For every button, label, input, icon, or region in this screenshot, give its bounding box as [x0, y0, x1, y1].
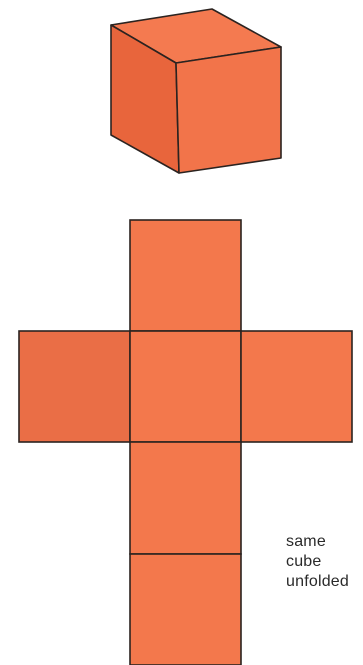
net-face-top: [130, 220, 241, 331]
cube-net: [19, 220, 352, 665]
caption-line-2: unfolded: [286, 572, 363, 592]
cube-right-face: [176, 47, 281, 173]
net-face-left: [19, 331, 130, 442]
caption-line-1: same cube: [286, 532, 363, 572]
net-face-lower: [130, 442, 241, 554]
net-face-bottom: [130, 554, 241, 665]
cube-3d: [111, 9, 281, 173]
net-face-center: [130, 331, 241, 442]
net-face-right: [241, 331, 352, 442]
net-caption: same cube unfolded: [286, 532, 363, 592]
